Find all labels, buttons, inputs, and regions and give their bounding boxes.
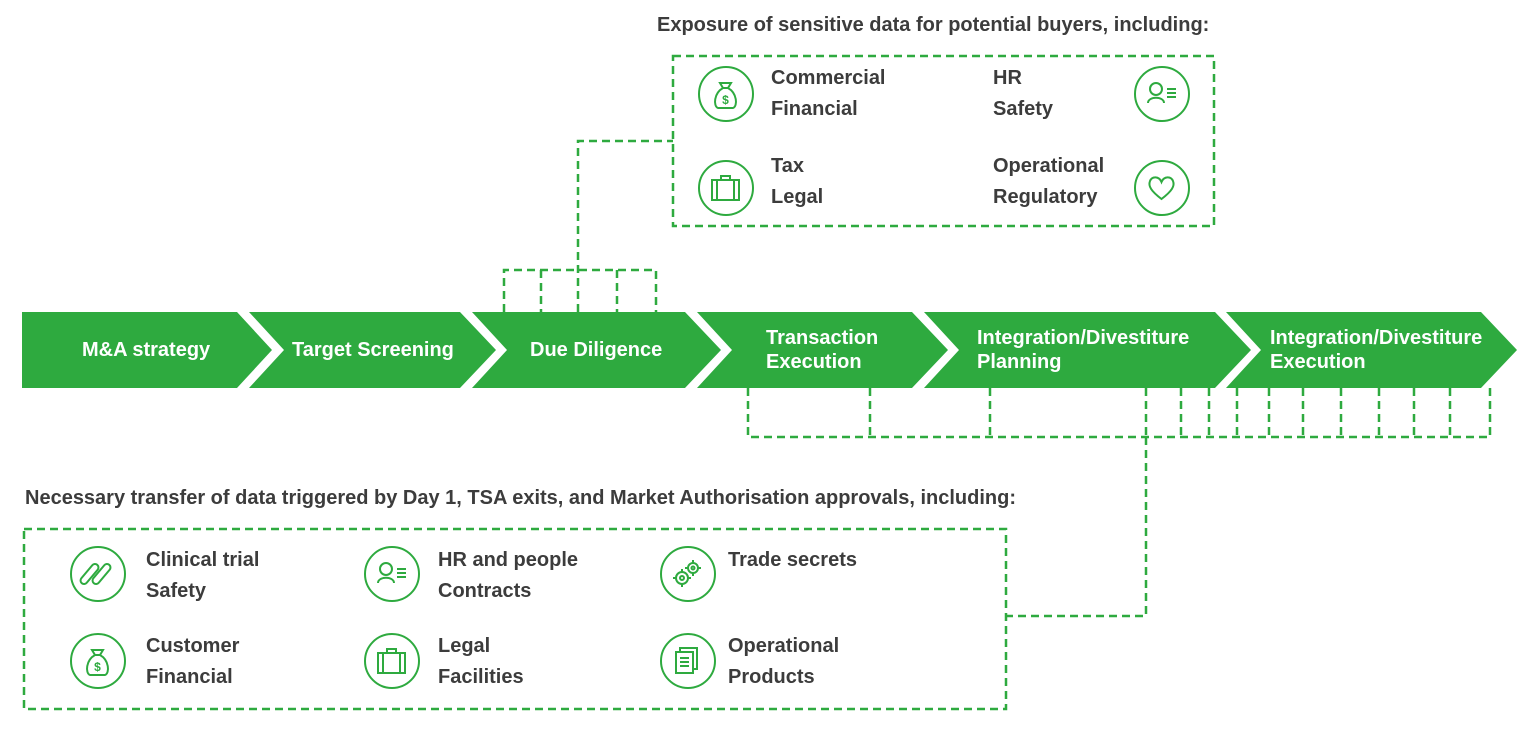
stage-arrow-3 — [472, 312, 721, 388]
top-box-border — [671, 54, 1216, 228]
bottom-connector — [1006, 437, 1148, 618]
person-list-icon — [1134, 66, 1190, 122]
briefcase-icon — [698, 160, 754, 216]
money-bag-icon: $ — [70, 633, 126, 689]
top-box-title: Exposure of sensitive data for potential… — [657, 14, 1210, 36]
heart-icon — [1134, 160, 1190, 216]
svg-text:$: $ — [722, 93, 729, 107]
bottom-box-title: Necessary transfer of data triggered by … — [25, 487, 1016, 509]
top-connector — [576, 139, 673, 312]
execution-bracket — [746, 388, 1492, 439]
stage-arrow-1 — [22, 312, 272, 388]
stage-arrow-2 — [249, 312, 496, 388]
documents-icon — [660, 633, 716, 689]
stage-label-1: M&A strategy — [82, 339, 211, 361]
money-bag-icon: $ — [698, 66, 754, 122]
due-diligence-bracket — [502, 268, 658, 312]
stage-arrow-6 — [1226, 312, 1517, 388]
svg-text:$: $ — [94, 660, 101, 674]
person-list-icon — [364, 546, 420, 602]
gears-icon — [660, 546, 716, 602]
bottom-box-border — [22, 527, 1008, 711]
stage-label-2: Target Screening — [292, 339, 454, 361]
briefcase-icon — [364, 633, 420, 689]
stage-arrow-4 — [697, 312, 948, 388]
stage-arrow-5 — [924, 312, 1251, 388]
stage-label-3: Due Diligence — [530, 339, 663, 361]
test-tubes-icon — [70, 546, 126, 602]
bottom-item-trade-secrets: Trade secrets — [728, 549, 857, 571]
